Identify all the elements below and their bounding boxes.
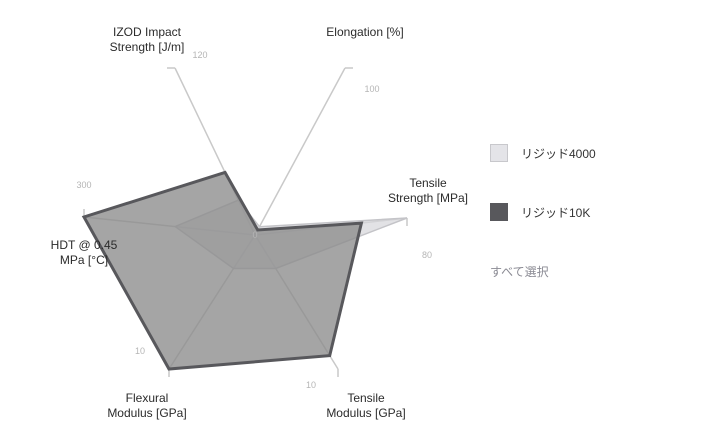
axis-label-elongation: Elongation [%] — [326, 25, 403, 39]
axis-label-line: Tensile — [409, 176, 447, 190]
series-polygon-rigid-10k — [81, 170, 364, 371]
axis-label-line: Modulus [GPa] — [326, 406, 405, 420]
tick-label-flexural_modulus: 10 — [135, 346, 145, 356]
axis-label-line: Strength [MPa] — [388, 191, 468, 205]
tick-label-elongation: 100 — [364, 84, 379, 94]
tick-label-izod: 120 — [192, 50, 207, 60]
tick-label-tensile_modulus: 10 — [306, 380, 316, 390]
tick-label-tensile_strength: 80 — [422, 250, 432, 260]
center-tick-label: 0 — [252, 230, 257, 240]
axis-label-line: Strength [J/m] — [110, 40, 185, 54]
axis-label-line: HDT @ 0.45 — [51, 238, 118, 252]
legend-swatch-rigid-4000 — [490, 144, 508, 162]
axis-label-line: Elongation [%] — [326, 25, 403, 39]
legend-label-rigid-10k: リジッド10K — [521, 205, 591, 220]
legend-label-rigid-4000: リジッド4000 — [521, 146, 596, 161]
axis-label-line: Flexural — [126, 391, 169, 405]
axis-line-elongation — [254, 67, 346, 236]
select-all-link[interactable]: すべて選択 — [490, 265, 549, 279]
axis-label-line: IZOD Impact — [113, 25, 182, 39]
axis-label-line: Modulus [GPa] — [107, 406, 186, 420]
legend-item-rigid-10k[interactable]: リジッド10K — [490, 203, 590, 221]
axis-label-line: Tensile — [347, 391, 385, 405]
axis-label-line: MPa [°C] — [60, 253, 108, 267]
legend-item-rigid-4000[interactable]: リジッド4000 — [490, 144, 596, 162]
legend-swatch-rigid-10k — [490, 203, 508, 221]
tick-label-hdt: 300 — [76, 180, 91, 190]
